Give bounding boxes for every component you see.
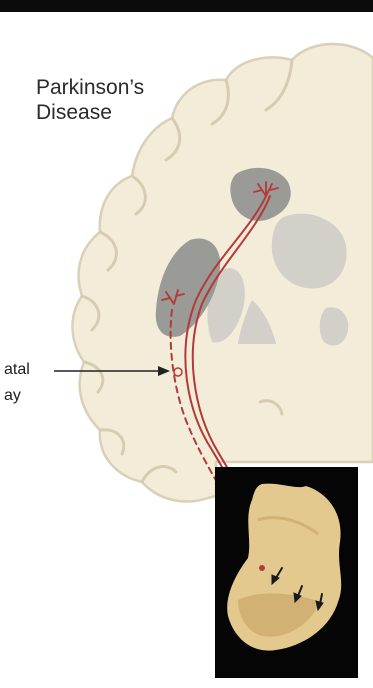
figure-title: Parkinson’s Disease [36, 75, 144, 125]
midbrain-inset-photo [215, 467, 358, 678]
title-line-2: Disease [36, 100, 144, 125]
pathway-label-line-2: ay [4, 386, 21, 405]
title-line-1: Parkinson’s [36, 75, 144, 100]
pathway-label-line-1: atal [4, 360, 30, 379]
